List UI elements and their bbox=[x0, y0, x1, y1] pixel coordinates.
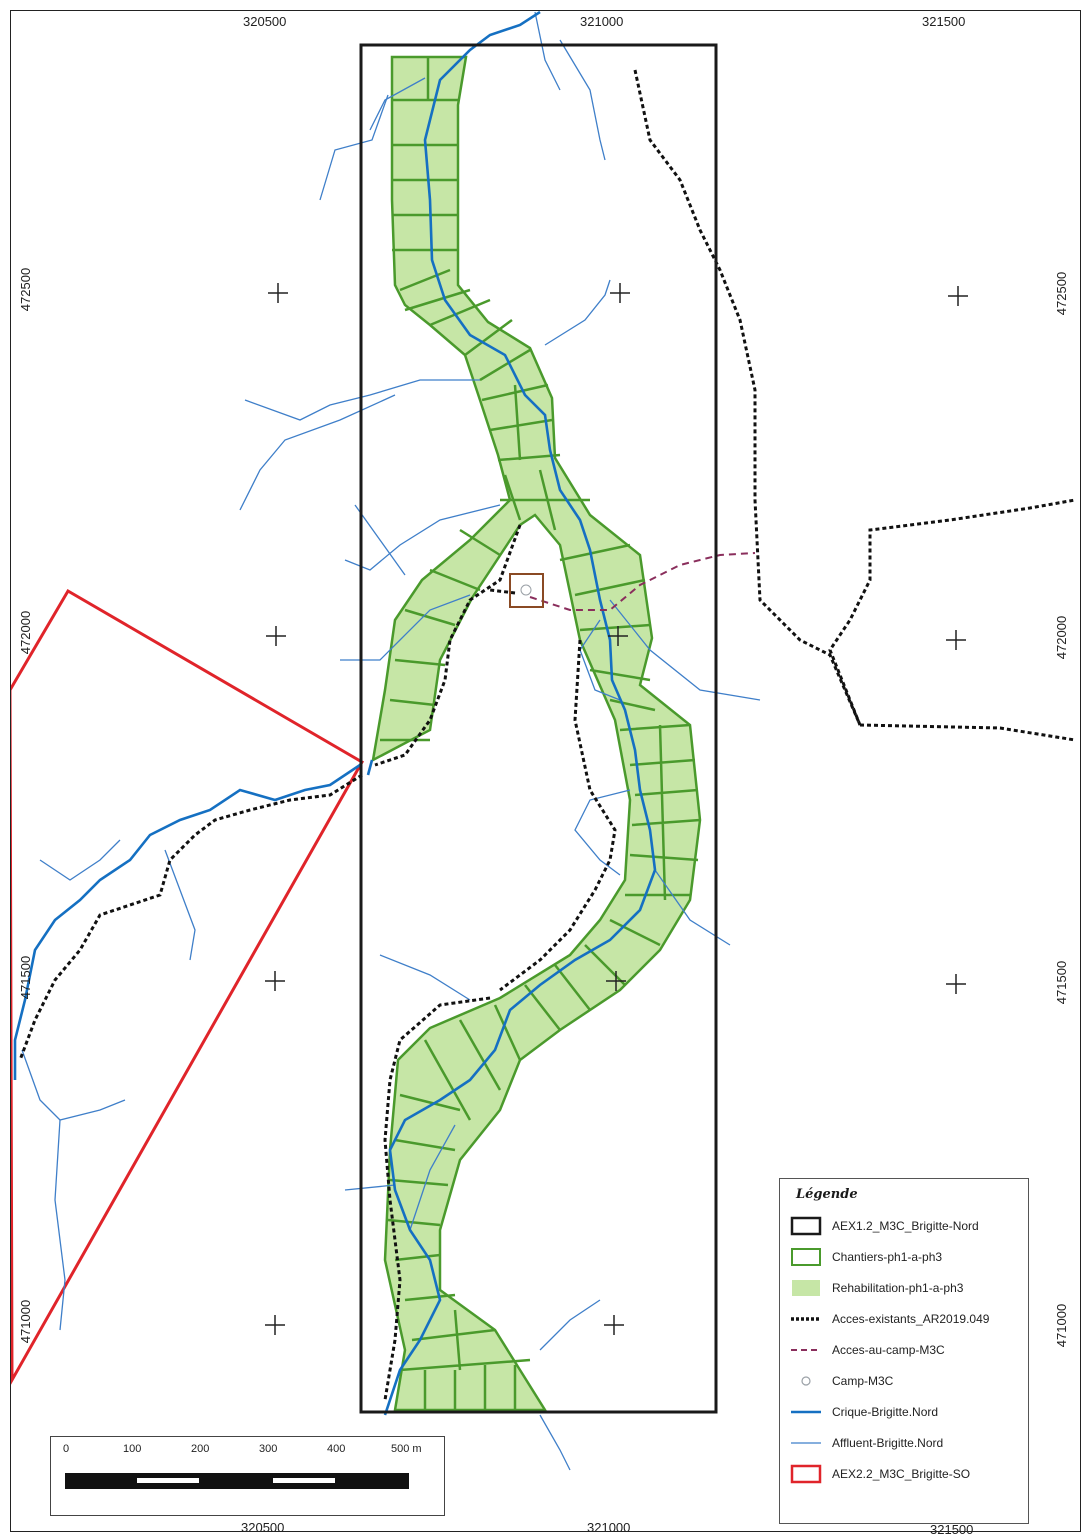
legend-label: AEX1.2_M3C_Brigitte-Nord bbox=[832, 1218, 979, 1233]
scale-label-400: 400 bbox=[327, 1443, 346, 1455]
grid-crosses bbox=[265, 283, 968, 1335]
legend-item-acces-camp: Acces-au-camp-M3C bbox=[790, 1334, 1018, 1365]
grid-label-right-2: 472000 bbox=[1054, 615, 1070, 660]
scale-label-300: 300 bbox=[259, 1443, 278, 1455]
legend-symbol-black-rectangle bbox=[790, 1216, 822, 1235]
grid-label-left-2: 472000 bbox=[18, 610, 34, 655]
legend-symbol-red-rectangle bbox=[790, 1464, 822, 1483]
legend-symbol-purple-dashed-line bbox=[791, 1348, 821, 1351]
legend-label: Acces-au-camp-M3C bbox=[832, 1342, 945, 1357]
legend-symbol-green-fill-box bbox=[792, 1279, 820, 1296]
legend-item-acces-existants: Acces-existants_AR2019.049 bbox=[790, 1303, 1018, 1334]
legend-label: Affluent-Brigitte.Nord bbox=[832, 1435, 944, 1450]
legend-label: Rehabilitation-ph1-a-ph3 bbox=[832, 1280, 964, 1295]
grid-label-left-1: 472500 bbox=[18, 267, 34, 312]
map-legend: Légende AEX1.2_M3C_Brigitte-Nord Chantie… bbox=[779, 1178, 1029, 1524]
legend-item-aex2: AEX2.2_M3C_Brigitte-SO bbox=[790, 1458, 1018, 1489]
legend-symbol-thick-blue-line bbox=[791, 1410, 821, 1413]
grid-label-top-3: 321500 bbox=[922, 14, 966, 29]
legend-item-aex1: AEX1.2_M3C_Brigitte-Nord bbox=[790, 1210, 1018, 1241]
legend-label: Camp-M3C bbox=[832, 1373, 894, 1388]
scale-label-0: 0 bbox=[63, 1443, 70, 1455]
grid-label-bottom-1: 320500 bbox=[241, 1520, 285, 1535]
legend-title: Légende bbox=[796, 1187, 858, 1202]
legend-label: Acces-existants_AR2019.049 bbox=[832, 1311, 990, 1326]
grid-label-right-4: 471000 bbox=[1054, 1303, 1070, 1348]
legend-label: AEX2.2_M3C_Brigitte-SO bbox=[832, 1466, 971, 1481]
camp-m3c bbox=[509, 573, 544, 608]
aex1-zone-outline bbox=[359, 43, 718, 1414]
scale-bar: 0 100 200 300 400 500 m bbox=[50, 1436, 445, 1516]
legend-item-chantiers: Chantiers-ph1-a-ph3 bbox=[790, 1241, 1018, 1272]
grid-label-right-3: 471500 bbox=[1054, 960, 1070, 1005]
grid-label-bottom-3: 321500 bbox=[930, 1522, 974, 1537]
acces-existants bbox=[18, 69, 1076, 1401]
grid-label-left-4: 471000 bbox=[18, 1299, 34, 1344]
legend-symbol-black-dashed-line bbox=[791, 1316, 821, 1321]
legend-item-crique: Crique-Brigitte.Nord bbox=[790, 1396, 1018, 1427]
grid-label-left-3: 471500 bbox=[18, 955, 34, 1000]
legend-item-camp: Camp-M3C bbox=[790, 1365, 1018, 1396]
legend-label: Chantiers-ph1-a-ph3 bbox=[832, 1249, 943, 1264]
legend-symbol-camp-circle bbox=[801, 1375, 811, 1386]
rehabilitation-zone bbox=[371, 55, 702, 1412]
acces-au-camp bbox=[529, 552, 756, 611]
legend-symbol-thin-blue-line bbox=[791, 1441, 821, 1444]
scale-label-200: 200 bbox=[191, 1443, 210, 1455]
legend-label: Crique-Brigitte.Nord bbox=[832, 1404, 939, 1419]
grid-label-top-1: 320500 bbox=[243, 14, 287, 29]
grid-label-right-1: 472500 bbox=[1054, 271, 1070, 316]
scale-bar-graphic bbox=[65, 1473, 409, 1489]
grid-label-bottom-2: 321000 bbox=[587, 1520, 631, 1535]
legend-item-affluent: Affluent-Brigitte.Nord bbox=[790, 1427, 1018, 1458]
grid-label-top-2: 321000 bbox=[580, 14, 624, 29]
scale-label-100: 100 bbox=[123, 1443, 142, 1455]
scale-label-500: 500 m bbox=[391, 1443, 422, 1455]
legend-symbol-green-outline-box bbox=[791, 1247, 821, 1266]
crique-brigitte-nord bbox=[13, 11, 657, 1416]
legend-item-rehabilitation: Rehabilitation-ph1-a-ph3 bbox=[790, 1272, 1018, 1303]
